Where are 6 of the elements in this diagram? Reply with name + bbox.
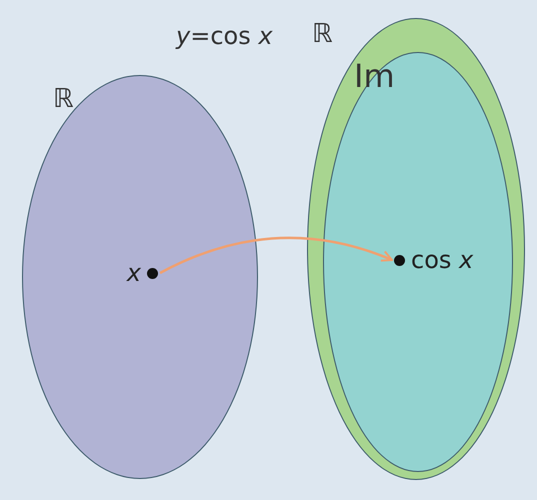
element-label: x <box>126 259 141 287</box>
mapping-arrow <box>159 236 393 274</box>
function-formula: y=cos x <box>176 22 273 50</box>
set-label: ℝ <box>53 84 74 114</box>
element-label: cos x <box>411 246 474 274</box>
set-label: ℝ <box>312 19 333 49</box>
